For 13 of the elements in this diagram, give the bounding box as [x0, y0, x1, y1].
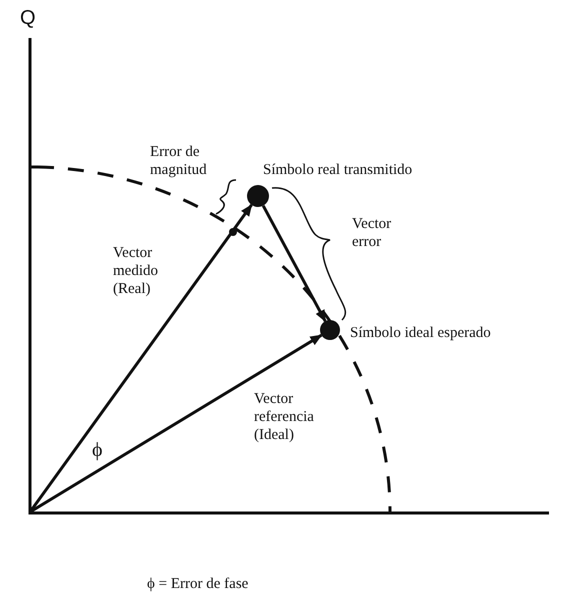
- symbol-dot: [320, 320, 340, 340]
- arrow: [262, 204, 327, 322]
- symbol-label: Símbolo ideal esperado: [350, 324, 491, 342]
- angle-symbol: ϕ: [92, 438, 104, 462]
- vector-label: Vector medido (Real): [113, 244, 159, 298]
- vector-label: Vector referencia (Ideal): [254, 390, 315, 444]
- axis-label: Q: [20, 6, 37, 30]
- symbol-label: Símbolo real transmitido: [263, 161, 412, 179]
- symbol-dot: [247, 185, 269, 207]
- annotation-text: Vector error: [352, 215, 392, 251]
- arrow: [29, 334, 322, 514]
- legend-note: ϕ = Error de fase: [147, 575, 250, 593]
- annotation-text: Error de magnitud: [150, 143, 208, 179]
